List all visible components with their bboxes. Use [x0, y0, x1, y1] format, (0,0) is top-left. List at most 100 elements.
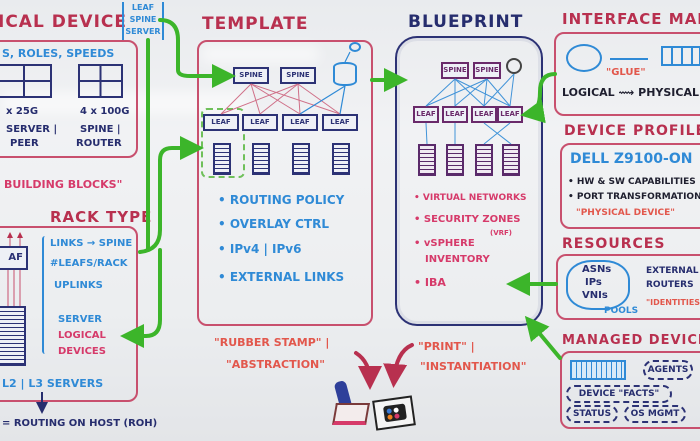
blueprint-spine-1: SPINE	[441, 62, 469, 79]
role-tag-server: SERVER	[125, 27, 161, 36]
rack-server-line-2: LOGICAL	[58, 330, 106, 341]
blueprint-title: BLUEPRINT	[408, 12, 524, 32]
device-profile-item-capabilities: • HW & SW CAPABILITIES	[568, 177, 696, 187]
glue-label: "GLUE"	[606, 67, 646, 78]
template-leaf-4: LEAF	[322, 114, 358, 131]
identities-label: "IDENTITIES"	[646, 298, 700, 307]
template-item-routing-policy: • ROUTING POLICY	[218, 193, 345, 207]
device-facts-cloud: DEVICE "FACTS"	[566, 385, 672, 403]
logical-cloud-icon	[566, 44, 602, 72]
blueprint-spine-2: SPINE	[473, 62, 501, 79]
pools-cloud	[566, 260, 630, 310]
physical-device-header: S, ROLES, SPEEDS	[2, 47, 115, 60]
rubber-stamp-label-1: "RUBBER STAMP" |	[214, 336, 330, 349]
role-right-2: ROUTER	[76, 138, 122, 149]
template-leaf-1: LEAF	[203, 114, 239, 131]
template-leaf-3: LEAF	[282, 114, 318, 131]
physical-device-box	[0, 40, 138, 158]
role-tag-leaf: LEAF	[131, 3, 155, 12]
blueprint-cloud-border	[395, 36, 543, 326]
maroon-arrows	[354, 343, 414, 390]
template-spine-2: SPINE	[280, 67, 316, 84]
template-item-overlay-ctrl: • OVERLAY CTRL	[218, 217, 329, 231]
blueprint-item-inventory: INVENTORY	[425, 254, 490, 265]
managed-devices-box	[560, 351, 700, 429]
rubber-stamp-label-2: "ABSTRACTION"	[226, 358, 325, 371]
logical-label: LOGICAL ⟿ PHYSICAL	[562, 86, 699, 99]
blueprint-fabric-links	[425, 73, 515, 145]
device-model: DELL Z9100-ON	[570, 151, 693, 167]
agents-cloud: AGENTS	[643, 360, 693, 380]
blueprint-leaf-2: LEAF	[442, 106, 468, 123]
pool-item-vnis: VNIs	[582, 290, 608, 301]
device-profile-title: DEVICE PROFILE	[564, 123, 700, 139]
template-server-4	[332, 143, 350, 175]
external-routers-line-2: ROUTERS	[646, 280, 694, 290]
resources-title: RESOURCES	[562, 236, 666, 252]
logical-to-physical-arrow-icon: ⟿	[618, 86, 639, 99]
rack-item-links-spine: LINKS → SPINE	[50, 238, 133, 249]
rack-server-line-3: DEVICES	[58, 346, 106, 357]
rack-leaf-label: AF	[8, 252, 23, 263]
rack-leaf-node: AF	[0, 246, 28, 270]
rack-item-leafs-per-rack: #LEAFS/RACK	[50, 258, 128, 269]
device-profile-note: "PHYSICAL DEVICE"	[576, 208, 675, 218]
template-server-2	[252, 143, 270, 175]
blueprint-item-virtual-networks: • VIRTUAL NETWORKS	[414, 193, 527, 203]
template-server-3	[292, 143, 310, 175]
template-title: TEMPLATE	[202, 14, 309, 34]
external-routers-line-1: EXTERNAL	[646, 266, 699, 276]
arrow-to-server-logical-devices	[120, 248, 162, 348]
pool-item-ips: IPs	[585, 277, 602, 288]
device-profile-item-port-transformation: • PORT TRANSFORMATION	[568, 192, 700, 202]
template-item-external-links: • EXTERNAL LINKS	[218, 270, 345, 284]
rack-footer-servers: L2 | L3 SERVERS	[2, 377, 104, 390]
print-label-2: "INSTANTIATION"	[420, 360, 527, 373]
managed-devices-title: MANAGED DEVICES	[562, 333, 700, 348]
template-router-icon	[333, 62, 357, 86]
role-tag-spine: SPINE	[129, 15, 157, 24]
template-item-ip-versions: • IPv4 | IPv6	[218, 242, 302, 256]
template-cloud-icon	[349, 42, 361, 52]
arrow-to-rubber-stamp	[354, 351, 382, 390]
rack-uplinks	[7, 232, 23, 306]
managed-switch-icon	[570, 360, 626, 380]
building-blocks-label: BUILDING BLOCKS"	[4, 178, 123, 191]
blueprint-vrf-note: (VRF)	[490, 229, 512, 237]
role-left-2: PEER	[10, 138, 39, 149]
arrow-to-print	[383, 343, 414, 388]
light-reflection	[200, 45, 320, 63]
template-fabric-links	[220, 83, 341, 115]
light-reflection	[0, 92, 250, 114]
blueprint-item-security-zones: • SECURITY ZONES	[414, 214, 521, 225]
status-cloud: STATUS	[566, 405, 618, 423]
port-speed-left: x 25G	[6, 106, 39, 117]
blueprint-server-3	[475, 144, 493, 176]
port-grid-left	[0, 64, 52, 98]
blueprint-item-vsphere: • vSPHERE	[414, 238, 475, 249]
interface-map-title: INTERFACE MAP	[562, 10, 700, 28]
rack-type-box	[0, 226, 138, 402]
print-label-1: "PRINT" |	[418, 340, 475, 353]
blueprint-leaf-1: LEAF	[413, 106, 439, 123]
arrow-to-template-leaf	[138, 136, 204, 254]
roh-note: = ROUTING ON HOST (ROH)	[2, 418, 158, 429]
pools-label: POOLS	[604, 306, 639, 316]
rack-item-uplinks: UPLINKS	[54, 280, 103, 291]
role-right-1: SPINE |	[80, 124, 121, 135]
template-router-links	[299, 51, 351, 115]
device-profile-box	[560, 143, 700, 229]
port-grid-right	[78, 64, 123, 98]
blueprint-server-4	[502, 144, 520, 176]
glue-arrow-icon	[610, 58, 648, 60]
template-server-1	[213, 143, 231, 175]
rack-type-title: RACK TYPE	[50, 208, 153, 226]
arrow-managed-devices-to-blueprint	[524, 315, 562, 360]
blueprint-server-2	[446, 144, 464, 176]
rack-server-line-1: SERVER	[58, 314, 103, 325]
os-mgmt-cloud: OS MGMT	[624, 405, 686, 423]
blueprint-item-iba: • IBA	[414, 276, 446, 289]
arrow-to-template-spine	[158, 18, 236, 88]
rack-server-icon	[0, 306, 26, 366]
